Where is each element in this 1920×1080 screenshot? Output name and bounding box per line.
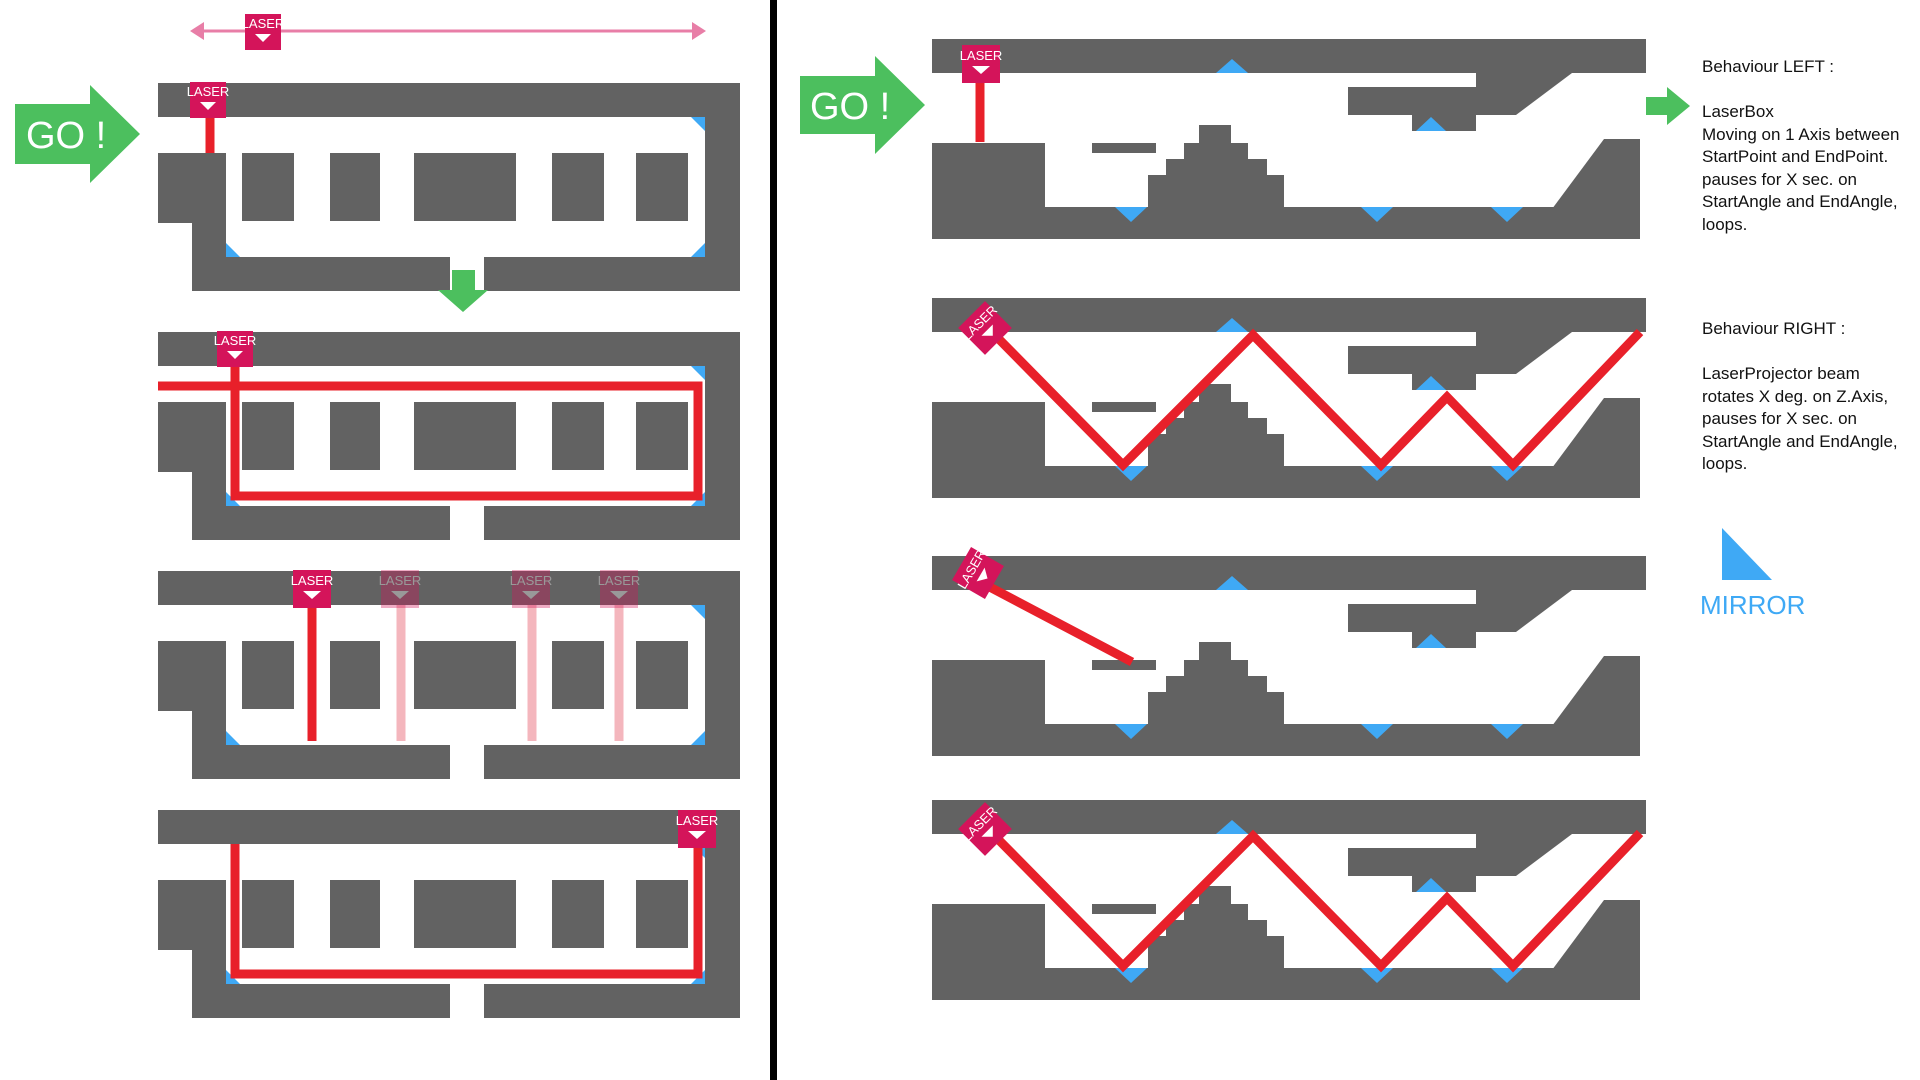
level-right-3: [932, 556, 1646, 756]
svg-text:LASER: LASER: [598, 573, 641, 588]
laser-emitter-ghost: LASER: [598, 570, 641, 608]
level-step-4: [158, 810, 740, 1018]
level-right-4: [932, 800, 1646, 1000]
svg-text:LASER: LASER: [187, 84, 230, 99]
laser-box-moving: LASER: [242, 14, 285, 50]
level-right-2: [932, 298, 1646, 498]
svg-text:LASER: LASER: [291, 573, 334, 588]
laser-emitter-icon: LASER: [187, 82, 230, 118]
mirror-icon: [1722, 528, 1772, 580]
svg-text:LASER: LASER: [960, 48, 1003, 63]
down-arrow-icon: [438, 270, 488, 312]
svg-text:LASER: LASER: [510, 573, 553, 588]
laser-emitter-ghost: LASER: [510, 570, 553, 608]
svg-text:LASER: LASER: [676, 813, 719, 828]
legend-right-heading: Behaviour RIGHT :: [1702, 319, 1846, 338]
laser-emitter-icon: LASER: [214, 331, 257, 367]
legend-right: Behaviour RIGHT : LaserProjector beam ro…: [1702, 318, 1917, 476]
exit-arrow-icon: [1646, 87, 1690, 125]
legend-right-line: LaserProjector beam: [1702, 364, 1860, 383]
legend-left-line: StartPoint and EndPoint.: [1702, 147, 1889, 166]
legend-right-line: loops.: [1702, 454, 1748, 473]
laser-beam: [981, 580, 1135, 666]
level-step-1: [158, 83, 740, 291]
legend-left-line: loops.: [1702, 214, 1748, 234]
laser-emitter-icon: LASER: [291, 570, 334, 608]
legend-left-line: Moving on 1 Axis between: [1702, 124, 1900, 144]
laser-emitter-icon: LASER: [960, 45, 1003, 83]
mirror-label: MIRROR: [1700, 590, 1806, 620]
legend-right-line: StartAngle and EndAngle,: [1702, 431, 1898, 451]
movement-axis-arrow: [190, 22, 706, 40]
laser-beam: [981, 822, 1644, 973]
legend-left-line: StartAngle and EndAngle,: [1702, 192, 1898, 211]
laser-beam: [230, 844, 703, 979]
legend-left-heading: Behaviour LEFT :: [1702, 57, 1834, 76]
svg-text:LASER: LASER: [379, 573, 422, 588]
legend-left-line: LaserBox: [1702, 102, 1774, 121]
svg-text:LASER: LASER: [242, 16, 285, 31]
go-arrow-icon: GO !: [15, 85, 140, 183]
legend-left: Behaviour LEFT : LaserBox Moving on 1 Ax…: [1702, 56, 1917, 236]
legend-left-line: pauses for X sec. on: [1702, 169, 1857, 189]
laser-beam: [158, 365, 703, 501]
svg-text:GO !: GO !: [810, 86, 890, 128]
go-arrow-icon: GO !: [800, 56, 925, 154]
laser-emitter-icon: LASER: [676, 810, 719, 848]
svg-text:GO !: GO !: [26, 115, 106, 157]
laser-emitter-ghost: LASER: [379, 570, 422, 608]
legend-right-line: pauses for X sec. on: [1702, 409, 1857, 428]
svg-text:LASER: LASER: [214, 333, 257, 348]
level-step-3: [158, 571, 740, 779]
center-divider: [770, 0, 777, 1080]
legend-right-line: rotates X deg. on Z.Axis,: [1702, 386, 1889, 406]
level-right-1: [932, 39, 1646, 239]
laser-beam: [981, 321, 1644, 472]
